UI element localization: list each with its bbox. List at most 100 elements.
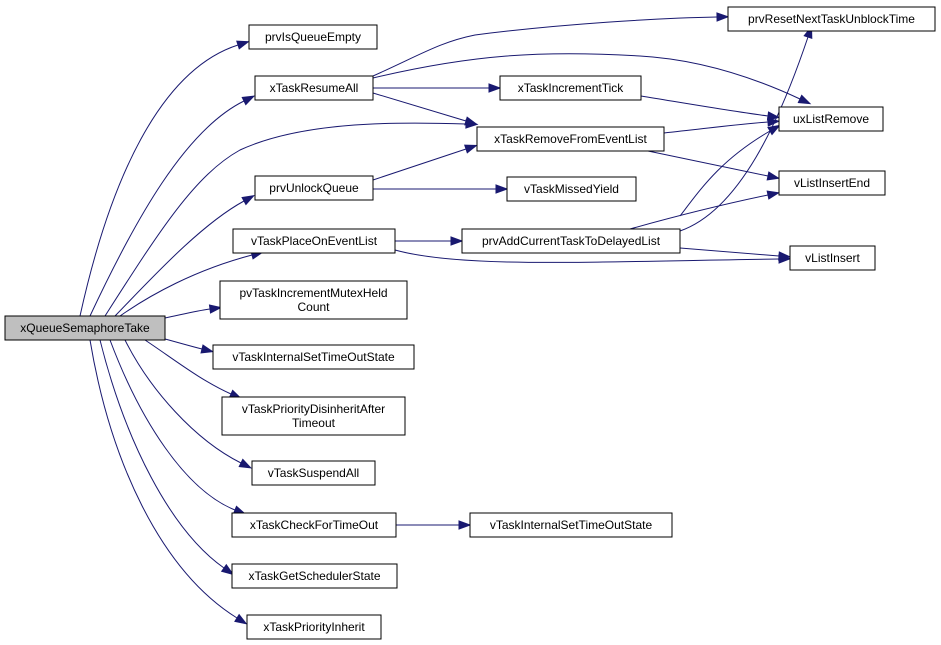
node-box: [251, 460, 376, 486]
call-edges: [79, 12, 813, 625]
arrowhead-icon: [716, 12, 730, 22]
call-edge-resumeall-to-resetnext: [372, 12, 730, 77]
arrowhead-icon: [778, 251, 792, 261]
call-edge-unlockq-to-missed: [373, 184, 509, 194]
edge-line: [679, 36, 809, 232]
node-box: [789, 245, 876, 271]
node-box: [778, 170, 886, 196]
function-node-insend[interactable]: vListInsertEnd: [778, 170, 886, 196]
edge-line: [89, 339, 238, 619]
node-box: [506, 176, 637, 202]
function-node-suspendall[interactable]: vTaskSuspendAll: [251, 460, 376, 486]
edge-line: [679, 247, 780, 257]
call-edge-root-to-suspendall: [124, 339, 253, 469]
call-edge-root-to-unlockq: [114, 195, 255, 317]
node-box: [232, 228, 396, 254]
call-edge-adddelay-to-insend: [629, 190, 781, 230]
call-edge-remevt-to-uxremove: [663, 117, 781, 134]
node-label: prvAddCurrentTaskToDelayedList: [482, 234, 661, 248]
function-node-remevt[interactable]: xTaskRemoveFromEventList: [476, 126, 665, 152]
function-node-checkto[interactable]: xTaskCheckForTimeOut: [231, 512, 397, 538]
node-label: xQueueSemaphoreTake: [20, 321, 150, 335]
edge-line: [372, 148, 467, 181]
edge-line: [647, 150, 769, 177]
node-label: vListInsertEnd: [794, 176, 870, 190]
call-edge-remevt-to-insend: [647, 150, 781, 181]
function-node-uxremove[interactable]: uxListRemove: [778, 106, 884, 132]
arrowhead-icon: [797, 94, 812, 105]
call-edge-resumeall-to-uxremove: [372, 53, 812, 105]
node-label: vTaskInternalSetTimeOutState: [490, 518, 653, 532]
call-edge-resumeall-to-remevt: [372, 92, 478, 126]
arrowhead-icon: [458, 520, 472, 530]
edge-line: [99, 339, 225, 569]
node-label: vTaskMissedYield: [524, 182, 619, 196]
node-box: [254, 75, 374, 101]
arrowhead-icon: [464, 116, 478, 126]
edge-line: [372, 92, 467, 122]
function-node-setto2[interactable]: vTaskInternalSetTimeOutState: [469, 512, 673, 538]
arrowhead-icon: [766, 190, 781, 200]
edge-line: [79, 44, 239, 317]
function-node-prioinh[interactable]: xTaskPriorityInherit: [246, 614, 382, 640]
edge-line: [89, 100, 245, 317]
function-node-setto1[interactable]: vTaskInternalSetTimeOutState: [212, 344, 415, 370]
function-node-root[interactable]: xQueueSemaphoreTake: [4, 315, 166, 341]
function-node-schedstate[interactable]: xTaskGetSchedulerState: [231, 563, 398, 589]
node-box: [4, 315, 166, 341]
function-node-resumeall[interactable]: xTaskResumeAll: [254, 75, 374, 101]
node-box: [727, 6, 936, 32]
call-edge-root-to-schedstate: [99, 339, 235, 576]
call-edge-unlockq-to-remevt: [372, 144, 478, 181]
call-edge-root-to-resumeall: [89, 95, 256, 317]
edge-line: [372, 53, 801, 100]
function-node-missed[interactable]: vTaskMissedYield: [506, 176, 637, 202]
edge-line: [640, 95, 769, 117]
node-box: [231, 563, 398, 589]
edge-line: [164, 308, 211, 319]
node-box: [212, 344, 415, 370]
node-box: [219, 280, 408, 320]
arrowhead-icon: [234, 613, 248, 625]
function-node-isempty[interactable]: prvIsQueueEmpty: [248, 24, 378, 50]
node-box: [476, 126, 665, 152]
edge-line: [124, 339, 242, 464]
call-edge-root-to-checkto: [109, 339, 247, 515]
arrowhead-icon: [488, 83, 502, 93]
edge-line: [144, 339, 232, 395]
call-edge-root-to-setto1: [164, 338, 215, 354]
node-label: xTaskGetSchedulerState: [248, 569, 380, 583]
call-edge-inctick-to-uxremove: [640, 95, 781, 121]
arrowhead-icon: [766, 171, 781, 181]
node-label: prvIsQueueEmpty: [265, 30, 361, 44]
edge-line: [372, 16, 718, 77]
node-box: [778, 106, 884, 132]
node-label: uxListRemove: [793, 112, 869, 126]
node-label: xTaskCheckForTimeOut: [250, 518, 379, 532]
edge-line: [394, 249, 780, 263]
function-node-unlockq[interactable]: prvUnlockQueue: [254, 175, 374, 201]
function-node-placeevt[interactable]: vTaskPlaceOnEventList: [232, 228, 396, 254]
call-edge-adddelay-to-insert: [679, 247, 792, 261]
edge-line: [663, 121, 769, 134]
node-box: [231, 512, 397, 538]
function-node-inctick[interactable]: xTaskIncrementTick: [499, 75, 642, 101]
node-box: [254, 175, 374, 201]
function-node-insert[interactable]: vListInsert: [789, 245, 876, 271]
arrowhead-icon: [208, 304, 223, 314]
node-label: prvResetNextTaskUnblockTime: [748, 12, 915, 26]
edge-line: [109, 339, 236, 511]
arrowhead-icon: [495, 184, 509, 194]
call-edge-root-to-prioinh: [89, 339, 248, 625]
function-node-resetnext[interactable]: prvResetNextTaskUnblockTime: [727, 6, 936, 32]
edge-line: [114, 200, 245, 317]
node-label: xTaskIncrementTick: [518, 81, 625, 95]
call-edge-root-to-isempty: [79, 40, 250, 317]
node-label: Timeout: [292, 416, 336, 430]
node-box: [469, 512, 673, 538]
function-node-adddelay[interactable]: prvAddCurrentTaskToDelayedList: [461, 228, 681, 254]
call-edge-root-to-incmutex: [164, 304, 223, 319]
arrowhead-icon: [464, 144, 478, 154]
